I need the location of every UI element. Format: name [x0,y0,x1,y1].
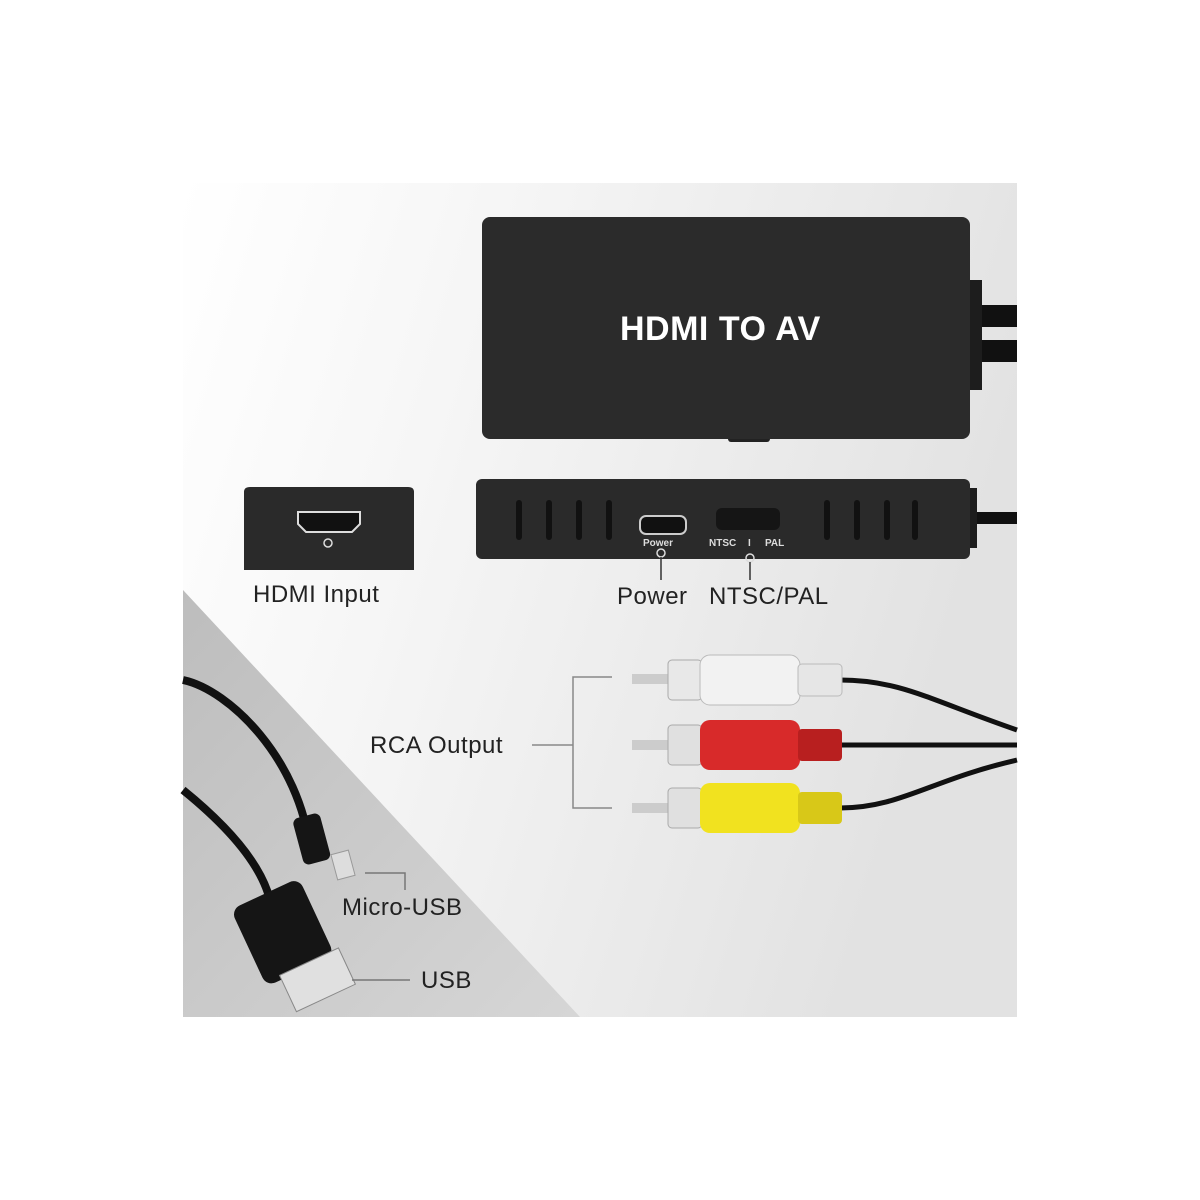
ntsc-pal-switch[interactable] [716,508,780,530]
usb-callout: USB [421,967,472,994]
rca-output-callout: RCA Output [370,732,504,759]
rca-white-plug [632,654,843,706]
power-port-label: Power [643,538,674,549]
usb-callout-lines [352,872,410,981]
rca-yellow-plug [632,783,842,833]
pal-small-label: PAL [765,538,785,549]
hdmi-input-callout: HDMI Input [253,581,380,608]
rca-red-plug [632,720,842,770]
micro-usb-callout: Micro-USB [342,894,463,921]
rca-cables [839,677,1018,811]
micro-usb-plug [293,813,356,881]
device-label: HDMI TO AV [620,310,821,348]
micro-usb-port [639,515,687,535]
hdmi-input-view [244,487,414,570]
power-callout: Power [617,583,688,610]
rca-bracket [532,676,612,809]
ntsc-pal-callout: NTSC/PAL [709,583,829,610]
ntsc-small-label: NTSC [709,538,737,549]
converter-side-view [476,479,1017,580]
usb-a-plug [234,881,357,1013]
converter-top-view [482,217,1017,442]
switch-separator: I [748,538,751,549]
